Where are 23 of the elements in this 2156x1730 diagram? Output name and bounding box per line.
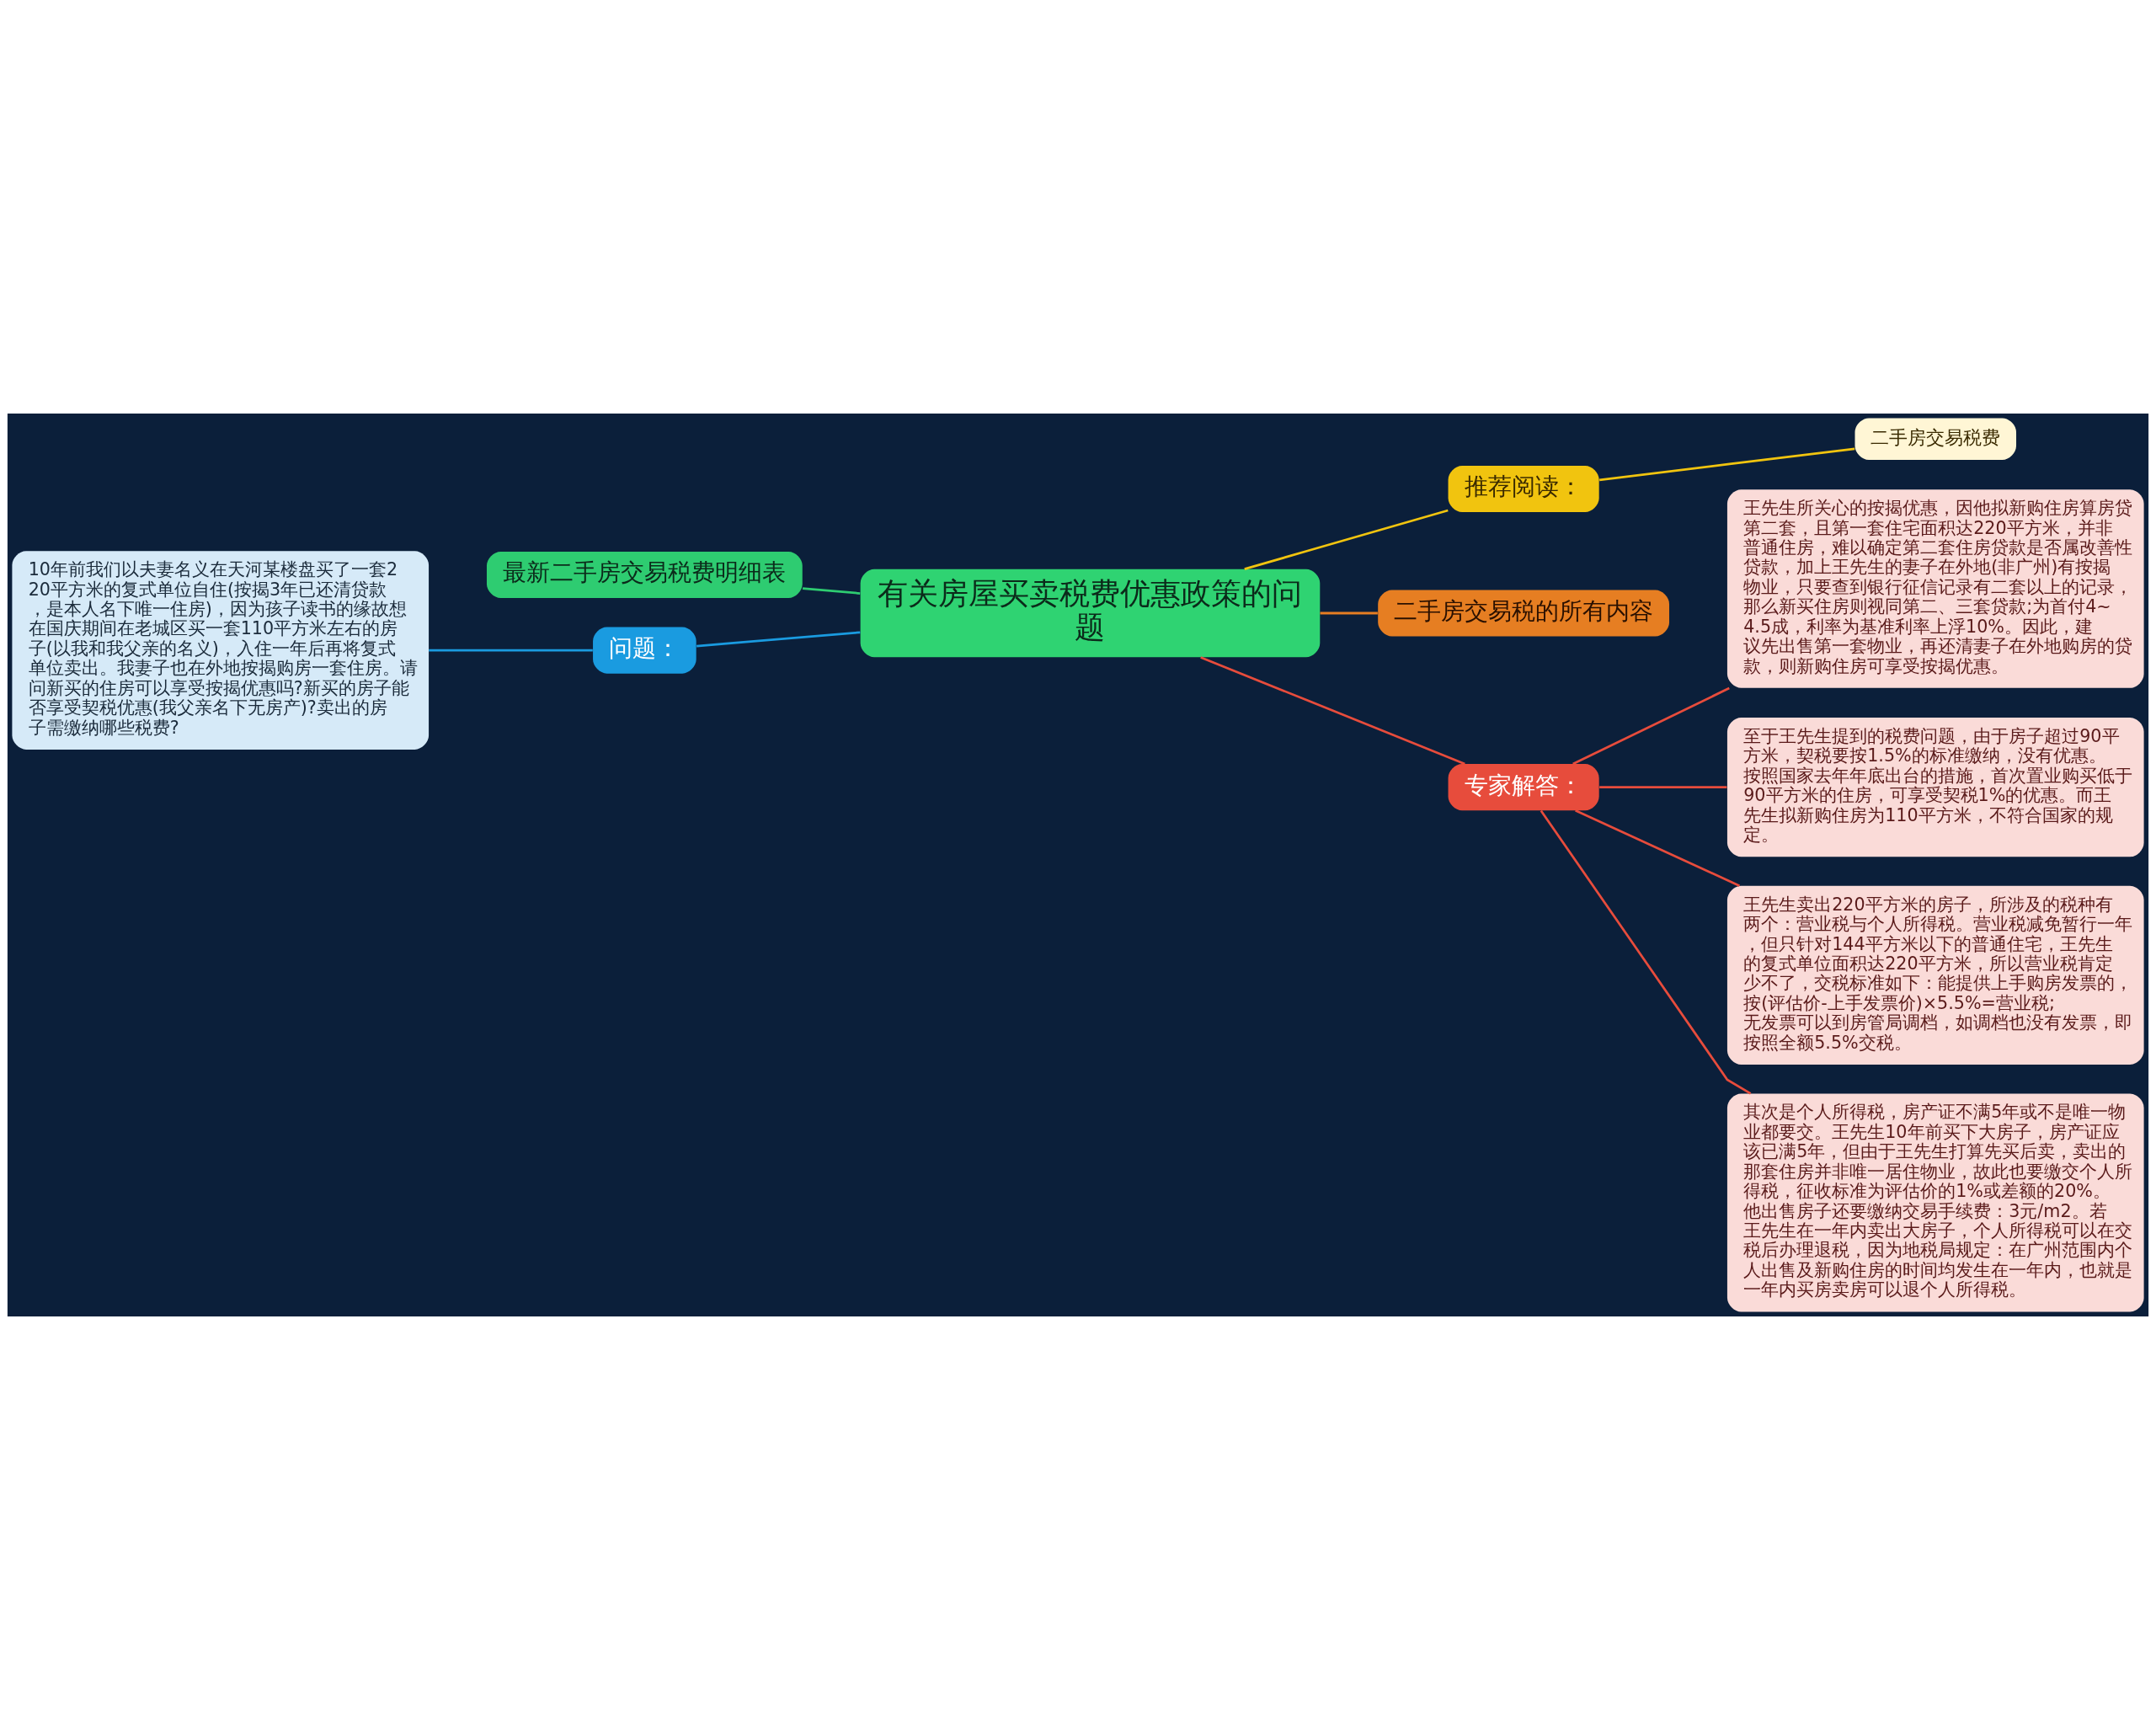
connector — [1540, 809, 1752, 1095]
node-box: 至于王先生提到的税费问题，由于房子超过90平方米，契税要按1.5%的标准缴纳，没有优惠。按照国家去年年底出台的措施，首次置业购买低于90平方米的住房，可享受契税1%的优惠。而王先生拟新购住房为110平方米，不符合国家的规定。 — [1726, 718, 2144, 857]
connector — [1575, 809, 1741, 887]
connector — [1200, 656, 1465, 766]
node-box: 问题： — [593, 627, 696, 674]
connector — [1244, 509, 1449, 570]
node-box: 王先生卖出220平方米的房子，所涉及的税种有两个：营业税与个人所得税。营业税减免暂行一年，但只针对144平方米以下的普通住宅，王先生的复式单位面积达220平方米，所以营业税肯定少不了，交税标准如下：能提供上手购房发票的，按(评估价-上手发票价)×5.5%=营业税;无发票可以到房管局调档，如调档也没有发票，即按照全额5.5%交税。 — [1726, 885, 2144, 1065]
connector — [696, 631, 861, 648]
connector — [1572, 686, 1730, 766]
node-box: 二手房交易税的所有内容 — [1378, 590, 1670, 637]
node-box: 有关房屋买卖税费优惠政策的问题 — [860, 569, 1321, 658]
node-box: 专家解答： — [1448, 764, 1599, 811]
connector — [429, 649, 593, 652]
node-box: 最新二手房交易税费明细表 — [486, 551, 803, 599]
node-box: 王先生所关心的按揭优惠，因他拟新购住房算房贷第二套，且第一套住宅面积达220平方米，并非普通住房，难以确定第二套住房贷款是否属改善性贷款，加上王先生的妻子在外地(非广州)有按揭物业，只要查到银行征信记录有二套以上的记录，那么新买住房则视同第二、三套贷款;为首付4~4.5成，利率为基准利率上浮10%。因此，建议先出售第一套物业，再还清妻子在外地购房的贷款，则新购住房可享受按揭优惠。 — [1726, 489, 2144, 688]
node-box: 其次是个人所得税，房产证不满5年或不是唯一物业都要交。王先生10年前买下大房子，房产证应该已满5年，但由于王先生打算先买后卖，卖出的那套住房并非唯一居住物业，故此也要缴交个人所得税，征收标准为评估价的1%或差额的20%。他出售房子还要缴纳交易手续费：3元/m2。若王先生在一年内卖出大房子，个人所得税可以在交税后办理退税，因为地税局规定：在广州范围内个人出售及新购住房的时间均发生在一年内，也就是一年内买房卖房可以退个人所得税。 — [1726, 1093, 2144, 1312]
connector — [1599, 786, 1727, 789]
node-box: 推荐阅读： — [1448, 466, 1599, 513]
node-box: 10年前我们以夫妻名义在天河某楼盘买了一套220平方米的复式单位自住(按揭3年已还清贷款，是本人名下唯一住房)，因为孩子读书的缘故想在国庆期间在老城区买一套110平方米左右的房子(以我和我父亲的名义)，入住一年后再将复式单位卖出。我妻子也在外地按揭购房一套住房。请问新买的住房可以享受按揭优惠吗?新买的房子能否享受契税优惠(我父亲名下无房产)?卖出的房子需缴纳哪些税费? — [12, 551, 430, 750]
connector — [1598, 447, 1855, 482]
node-box: 二手房交易税费 — [1854, 418, 2017, 461]
connector — [802, 587, 861, 595]
connector — [1320, 611, 1378, 615]
